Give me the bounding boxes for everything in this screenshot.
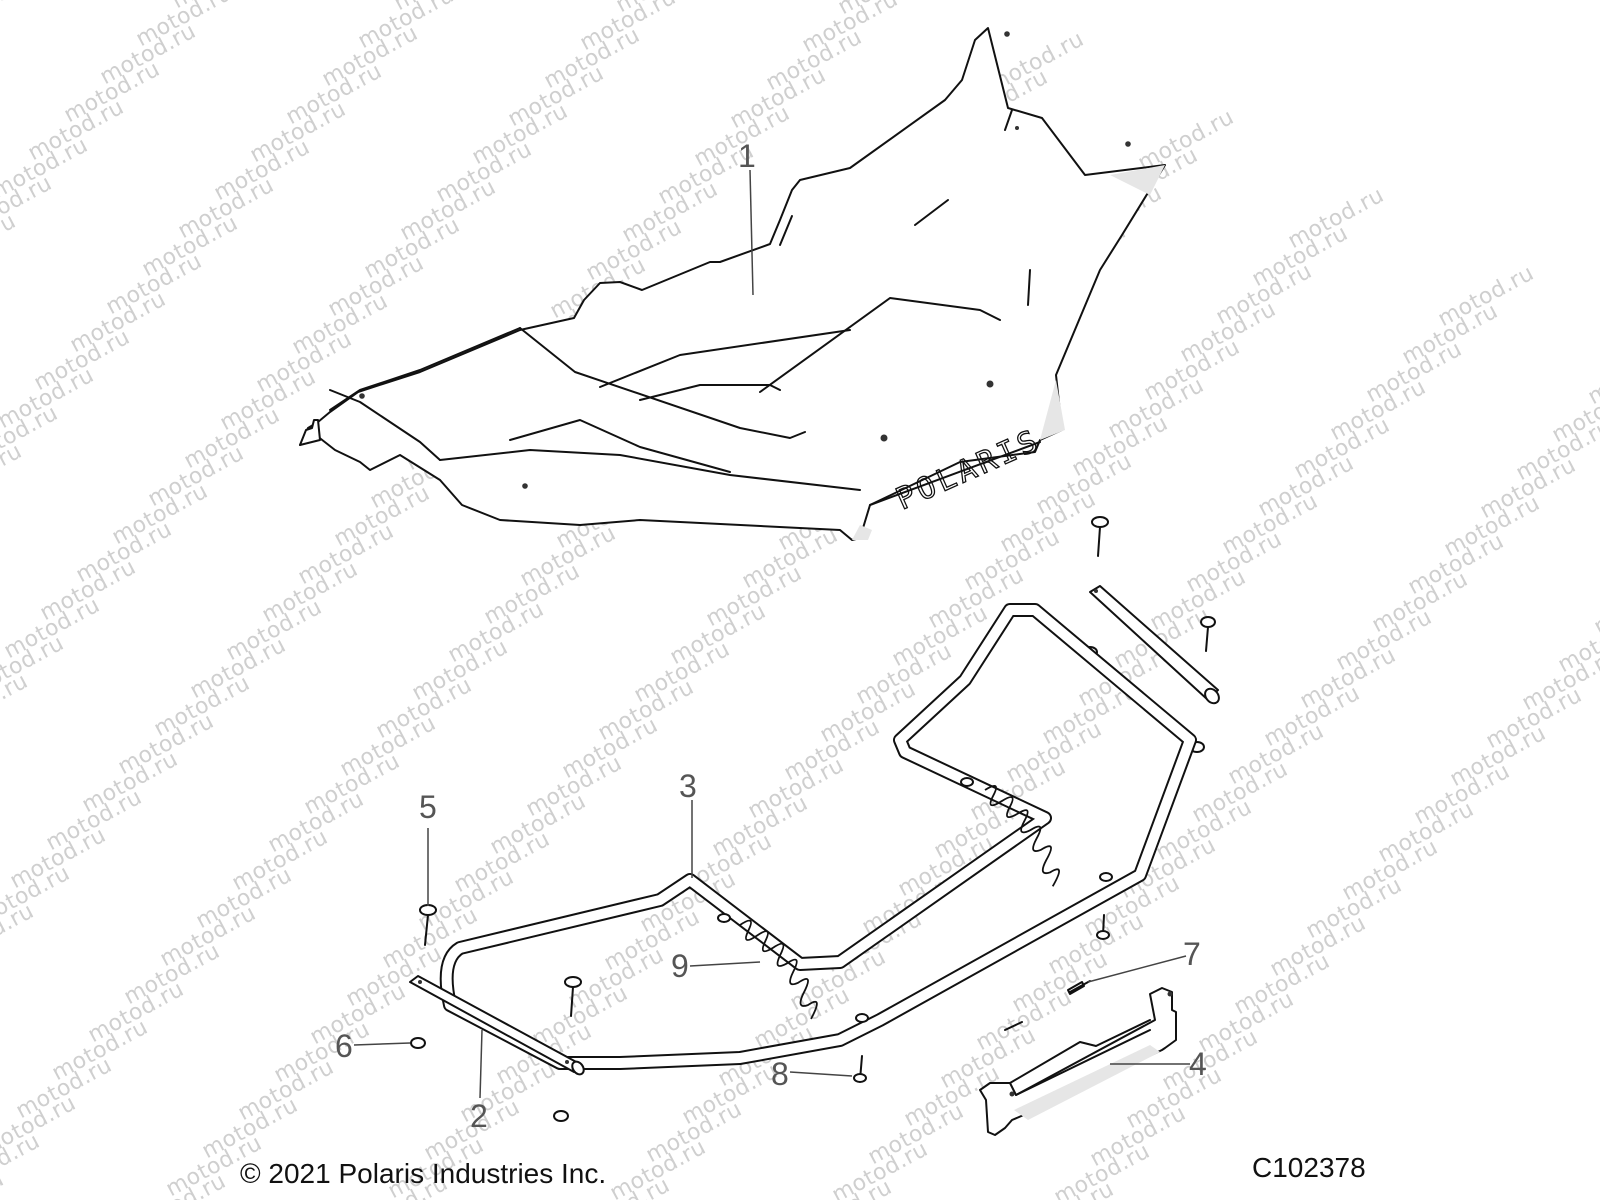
bumper-frame-part-3 <box>439 603 1197 1070</box>
pin-part-7 <box>1004 980 1091 1031</box>
spring-part-9-upper <box>960 777 1113 887</box>
bolt-upper <box>1091 516 1109 557</box>
callout-5: 5 <box>419 789 437 825</box>
bracket-part-4 <box>979 987 1177 1136</box>
callout-3: 3 <box>679 768 697 804</box>
bolt-part-5 <box>419 904 437 946</box>
copyright-text: © 2021 Polaris Industries Inc. <box>240 1158 607 1189</box>
callout-7: 7 <box>1183 936 1201 972</box>
bolt-part-8 <box>853 1055 867 1083</box>
leader-line-2 <box>479 1029 483 1099</box>
leader-line-9 <box>689 961 761 967</box>
crossbar-tube-upper <box>1089 585 1220 705</box>
grommet-part-6 <box>410 1037 569 1122</box>
diagram-code: C102378 <box>1252 1152 1366 1183</box>
leader-line-8 <box>789 1071 853 1077</box>
callout-6: 6 <box>335 1028 353 1064</box>
body-panel-part-1: POLARIS <box>299 27 1166 541</box>
callout-1: 1 <box>738 138 756 174</box>
callout-2: 2 <box>470 1098 488 1134</box>
bolt-middle <box>564 976 582 1017</box>
leader-line-7 <box>1087 955 1187 983</box>
bolt-small-upper <box>1096 914 1110 940</box>
crossbar-tube-part-2 <box>409 975 585 1076</box>
leader-line-1 <box>749 169 754 296</box>
spring-part-9-lower <box>717 913 869 1023</box>
bolt-right <box>1200 616 1216 652</box>
leader-line-6 <box>353 1042 411 1046</box>
callout-9: 9 <box>671 948 689 984</box>
callout-4: 4 <box>1189 1046 1207 1082</box>
callout-8: 8 <box>771 1056 789 1092</box>
